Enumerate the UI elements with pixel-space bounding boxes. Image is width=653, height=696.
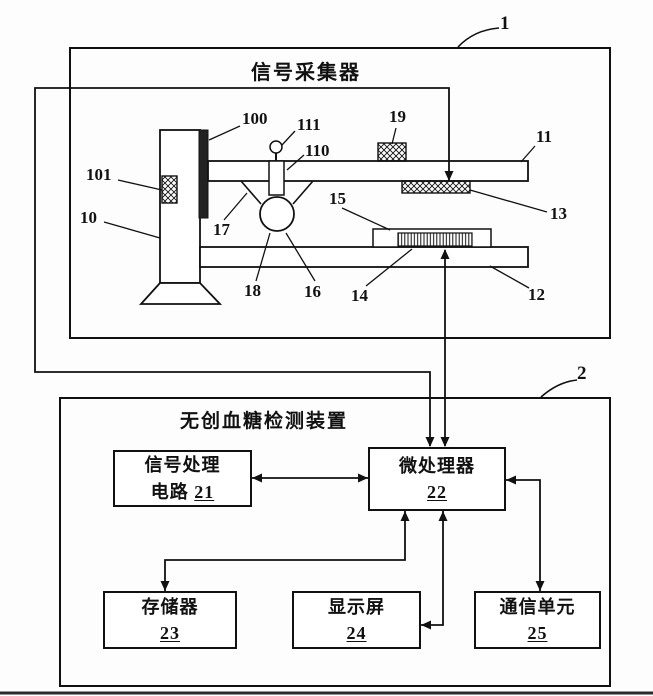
- stand-base: [138, 282, 223, 305]
- leader-lines: [103, 125, 548, 289]
- leader-101: [117, 179, 163, 191]
- leader-12: [489, 265, 530, 289]
- part-label-110: 110: [305, 141, 330, 160]
- arrowhead-into-processor-from-display: [438, 511, 448, 521]
- device-box-outline: [59, 397, 611, 687]
- link-processor-comm: [506, 475, 545, 591]
- part-label-12: 12: [528, 285, 545, 304]
- part-label-17: 17: [213, 220, 230, 239]
- collector-title: 信号采集器: [251, 62, 361, 84]
- part-label-100: 100: [242, 109, 268, 128]
- block-display-label: 显示屏: [328, 596, 385, 617]
- part-label-11: 11: [536, 127, 553, 146]
- link-circuit-processor: [252, 473, 368, 483]
- block-display: 显示屏 24: [292, 591, 421, 649]
- block-microprocessor: 微处理器 22: [368, 447, 506, 511]
- arrowhead-into-emitter: [444, 171, 454, 181]
- part-label-13: 13: [550, 204, 567, 223]
- hatch-block-101: [161, 175, 178, 204]
- leader-17: [223, 192, 248, 221]
- part-label-101: 101: [86, 165, 112, 184]
- connection-emitter-to-processor: [34, 87, 454, 447]
- leader-16: [285, 232, 316, 282]
- part-label-19: 19: [389, 107, 406, 126]
- part-label-111: 111: [297, 115, 321, 134]
- arrowhead-into-processor-from-memory: [400, 511, 410, 521]
- device-title: 无创血糖检测装置: [179, 411, 348, 432]
- block-signal-circuit-line1: 信号处理: [144, 455, 221, 476]
- arrowhead-into-memory: [160, 581, 170, 591]
- stand-assembly: [138, 129, 223, 305]
- leader-15: [341, 207, 391, 231]
- block-microprocessor-ref: 22: [427, 482, 447, 502]
- leader-10: [103, 221, 161, 239]
- upper-arm-11: [207, 160, 529, 182]
- block-comm-unit-label: 通信单元: [499, 596, 576, 617]
- figure-ref-1: 1: [500, 13, 510, 34]
- arrowhead-into-circuit: [252, 473, 262, 483]
- part-label-14: 14: [351, 286, 368, 305]
- block-signal-circuit-ref: 21: [194, 481, 215, 502]
- contact-ball-16: [259, 196, 295, 232]
- leader-110: [286, 154, 305, 171]
- leader-111: [281, 130, 296, 146]
- upper-arm-assembly: [207, 140, 529, 232]
- arrowhead-into-processor-from-comm: [506, 475, 516, 485]
- arrowhead-into-display: [421, 620, 431, 630]
- arrowhead-into-processor-right: [440, 437, 450, 447]
- leader-11: [520, 145, 536, 163]
- block-signal-circuit-line2: 电路 21: [150, 481, 215, 502]
- block-comm-unit-ref: 25: [527, 623, 548, 643]
- link-processor-display: [421, 511, 448, 630]
- guide-rail-100: [198, 129, 209, 219]
- leader-14: [365, 248, 413, 287]
- figure-ref-2: 2: [577, 363, 587, 384]
- arrowhead-into-sensor: [440, 249, 450, 259]
- part-label-18: 18: [244, 281, 261, 300]
- holder-arm-right-17: [292, 180, 314, 205]
- block-memory: 存储器 23: [103, 591, 237, 649]
- ref-1-leader: [457, 27, 500, 48]
- probe-knob-111: [269, 140, 283, 154]
- leader-13: [469, 189, 548, 213]
- emitter-hatch-13: [401, 180, 471, 194]
- probe-body-110: [268, 160, 285, 196]
- arrowhead-into-processor-from-circuit: [358, 473, 368, 483]
- leader-100: [208, 125, 241, 141]
- block-display-ref: 24: [346, 623, 367, 643]
- arrowhead-into-comm: [535, 581, 545, 591]
- lower-platform-12: [199, 246, 529, 268]
- leader-19: [391, 127, 397, 145]
- part-label-16: 16: [304, 282, 321, 301]
- hatch-block-19: [377, 142, 407, 162]
- ref-2-leader: [540, 379, 578, 398]
- block-microprocessor-label: 微处理器: [399, 455, 475, 476]
- arrowhead-into-processor-left: [425, 437, 435, 447]
- lower-platform-assembly: [199, 228, 529, 268]
- block-comm-unit: 通信单元 25: [474, 591, 601, 649]
- stand-column: [159, 129, 201, 284]
- block-memory-ref: 23: [160, 623, 180, 643]
- link-processor-memory: [160, 511, 410, 591]
- leader-18: [255, 232, 271, 282]
- block-memory-label: 存储器: [141, 596, 199, 617]
- collector-box-outline: [69, 47, 611, 339]
- connection-sensor-to-processor: [440, 249, 450, 447]
- part-label-15: 15: [329, 189, 346, 208]
- block-signal-processing-circuit: 信号处理 电路 21: [113, 450, 252, 507]
- part-label-10: 10: [80, 208, 97, 227]
- sensor-element-14: [397, 232, 473, 247]
- holder-arm-left-17: [240, 180, 262, 205]
